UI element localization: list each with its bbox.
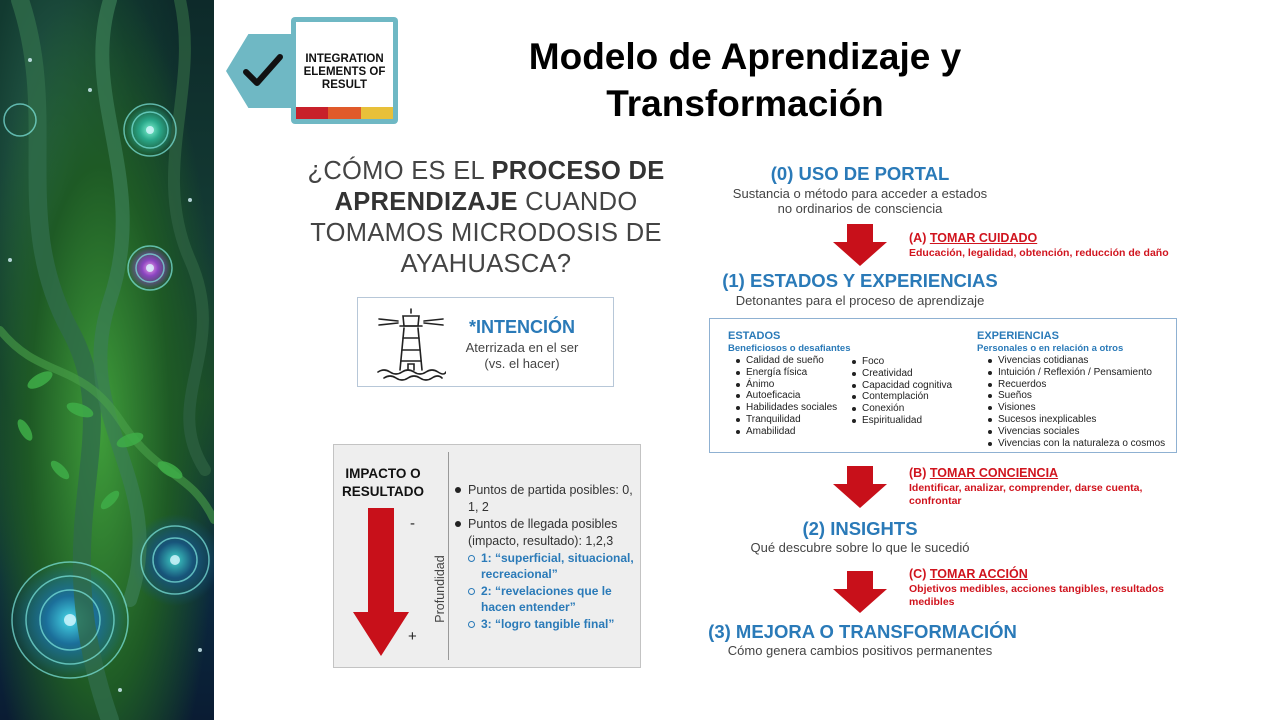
depth-plus: + bbox=[408, 628, 417, 645]
checkmark-icon bbox=[243, 54, 283, 86]
decorative-artwork bbox=[0, 0, 214, 720]
step-2-subtitle: Qué descubre sobre lo que le sucedió bbox=[750, 540, 970, 555]
action-a-subtitle: Educación, legalidad, obtención, reducci… bbox=[909, 247, 1169, 259]
action-c-prefix: (C) bbox=[909, 567, 930, 581]
slide-title: Modelo de Aprendizaje y Transformación bbox=[528, 36, 962, 124]
badge-color-stripes bbox=[296, 107, 393, 119]
bullet-arrival-points: Puntos de llegada posibles (impacto, res… bbox=[455, 516, 640, 549]
badge-stripe-orange bbox=[328, 107, 361, 119]
action-a-prefix: (A) bbox=[909, 231, 930, 245]
action-b-prefix: (B) bbox=[909, 466, 930, 480]
list-item: Contemplación bbox=[849, 391, 952, 403]
impact-divider bbox=[448, 452, 449, 660]
learning-question: ¿CÓMO ES EL PROCESO DE APRENDIZAJE CUAND… bbox=[300, 156, 672, 280]
badge-stripe-yellow bbox=[360, 107, 393, 119]
question-bold2: APRENDIZAJE bbox=[334, 188, 518, 216]
step-2-title: (2) INSIGHTS bbox=[802, 518, 918, 539]
arrow-down-icon bbox=[833, 571, 887, 613]
estados-list-1: Calidad de sueño Energía física Ánimo Au… bbox=[733, 355, 837, 438]
list-item: Ánimo bbox=[733, 379, 837, 391]
sub-bullet-level-1: 1: “superficial, situacional, recreacion… bbox=[455, 551, 640, 582]
arrow-down-icon bbox=[833, 466, 887, 508]
impact-bullets: Puntos de partida posibles: 0, 1, 2 Punt… bbox=[455, 482, 640, 633]
bullet-starting-points: Puntos de partida posibles: 0, 1, 2 bbox=[455, 482, 640, 515]
intention-subtitle: Aterrizada en el ser (vs. el hacer) bbox=[465, 340, 579, 371]
list-item: Energía física bbox=[733, 367, 837, 379]
action-b-label: TOMAR CONCIENCIA bbox=[929, 466, 1059, 480]
sub-bullet-level-2: 2: “revelaciones que le hacen entender” bbox=[455, 584, 640, 615]
lighthouse-icon bbox=[377, 308, 446, 381]
action-b-title: (B) TOMAR CONCIENCIA bbox=[909, 466, 1058, 480]
action-c-title: (C) TOMAR ACCIÓN bbox=[909, 567, 1028, 581]
states-experiences-box bbox=[709, 318, 1177, 453]
intention-title: *INTENCIÓN bbox=[468, 317, 575, 337]
sub-bullet-level-3: 3: “logro tangible final” bbox=[455, 617, 640, 633]
action-b-subtitle: Identificar, analizar, comprender, darse… bbox=[909, 482, 1143, 507]
experiencias-header: EXPERIENCIAS bbox=[977, 330, 1059, 342]
list-item: Creatividad bbox=[849, 368, 952, 380]
experiencias-subheader: Personales o en relación a otros bbox=[977, 343, 1124, 354]
badge-text: INTEGRATION ELEMENTS OF RESULT bbox=[303, 53, 386, 91]
list-item: Autoeficacia bbox=[733, 390, 837, 402]
question-part2: CUANDO bbox=[517, 188, 638, 216]
question-part1: ¿CÓMO ES EL bbox=[307, 157, 492, 185]
list-item: Tranquilidad bbox=[733, 414, 837, 426]
intention-box bbox=[357, 297, 614, 387]
list-item: Vivencias cotidianas bbox=[985, 355, 1165, 367]
list-item: Vivencias sociales bbox=[985, 426, 1165, 438]
experiencias-list: Vivencias cotidianas Intuición / Reflexi… bbox=[985, 355, 1165, 449]
list-item: Visiones bbox=[985, 402, 1165, 414]
question-line3: TOMAMOS MICRODOSIS DE bbox=[310, 219, 662, 247]
question-line4: AYAHUASCA? bbox=[400, 250, 572, 278]
arrow-down-icon bbox=[833, 224, 887, 266]
step-3-title: (3) MEJORA O TRANSFORMACIÓN bbox=[708, 621, 1017, 642]
step-1-title: (1) ESTADOS Y EXPERIENCIAS bbox=[722, 270, 998, 291]
action-a-title: (A) TOMAR CUIDADO bbox=[909, 231, 1037, 245]
list-item: Conexión bbox=[849, 403, 952, 415]
action-a-label: TOMAR CUIDADO bbox=[929, 231, 1038, 245]
depth-minus: - bbox=[410, 515, 415, 532]
list-item: Capacidad cognitiva bbox=[849, 380, 952, 392]
list-item: Espiritualidad bbox=[849, 415, 952, 427]
depth-axis-label: Profundidad bbox=[433, 555, 447, 623]
list-item: Foco bbox=[849, 356, 952, 368]
action-c-subtitle: Objetivos medibles, acciones tangibles, … bbox=[909, 583, 1164, 608]
list-item: Sucesos inexplicables bbox=[985, 414, 1165, 426]
list-item: Calidad de sueño bbox=[733, 355, 837, 367]
step-0-title: (0) USO DE PORTAL bbox=[770, 163, 950, 184]
list-item: Amabilidad bbox=[733, 426, 837, 438]
list-item: Habilidades sociales bbox=[733, 402, 837, 414]
badge-stripe-red bbox=[296, 107, 329, 119]
estados-header: ESTADOS bbox=[728, 330, 781, 342]
estados-list-2: Foco Creatividad Capacidad cognitiva Con… bbox=[849, 356, 952, 427]
list-item: Recuerdos bbox=[985, 379, 1165, 391]
list-item: Intuición / Reflexión / Pensamiento bbox=[985, 367, 1165, 379]
list-item: Vivencias con la naturaleza o cosmos bbox=[985, 438, 1165, 450]
list-item: Sueños bbox=[985, 390, 1165, 402]
estados-subheader: Beneficiosos o desafiantes bbox=[728, 343, 851, 354]
question-bold1: PROCESO DE bbox=[491, 157, 665, 185]
step-1-subtitle: Detonantes para el proceso de aprendizaj… bbox=[735, 293, 985, 308]
badge-inner bbox=[296, 22, 393, 119]
depth-arrow-icon bbox=[353, 508, 409, 656]
step-3-subtitle: Cómo genera cambios positivos permanente… bbox=[727, 643, 993, 658]
action-c-label: TOMAR ACCIÓN bbox=[929, 567, 1028, 581]
impact-label: IMPACTO O RESULTADO bbox=[342, 466, 424, 499]
step-0-subtitle: Sustancia o método para acceder a estado… bbox=[732, 186, 988, 216]
